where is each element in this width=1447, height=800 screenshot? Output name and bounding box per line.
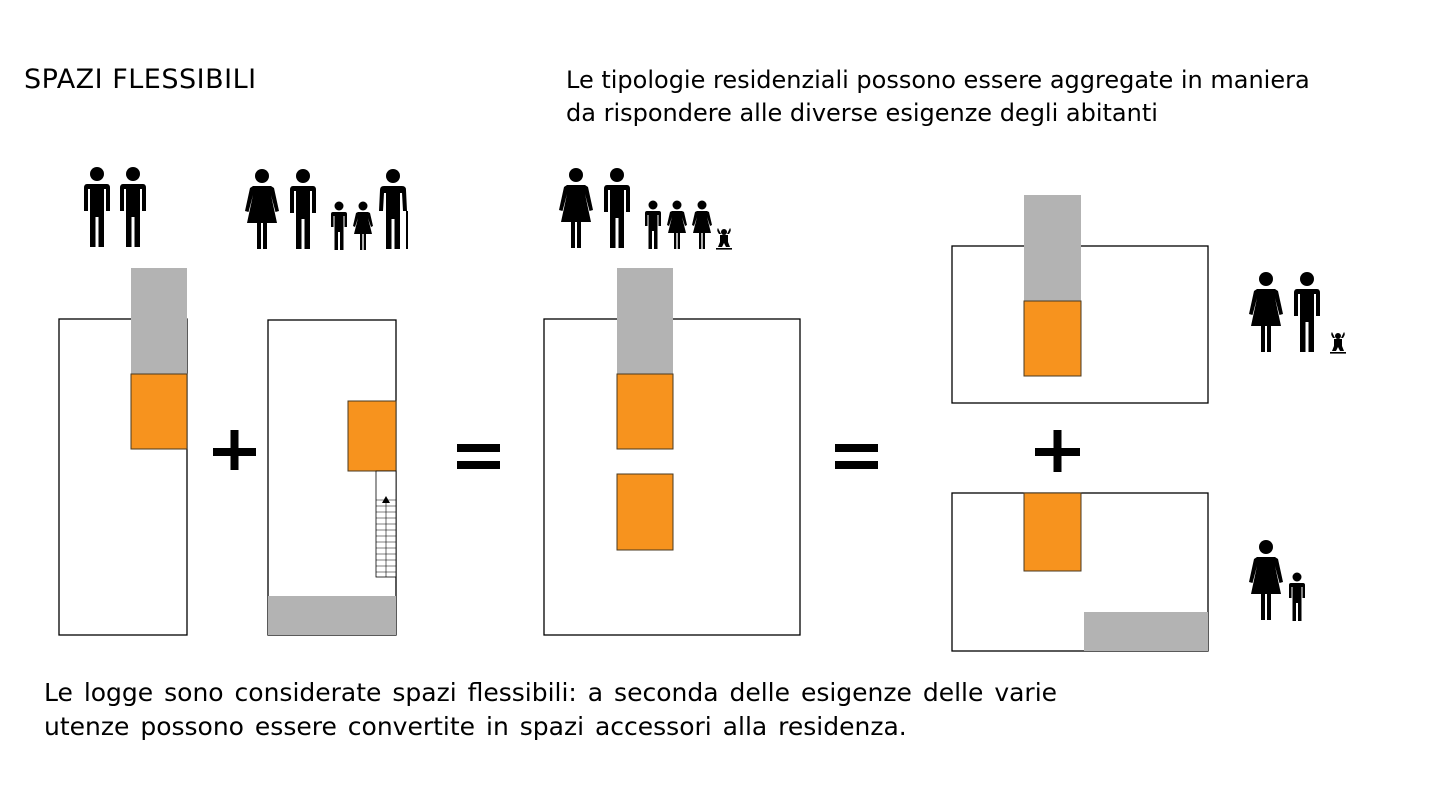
flexible-space-b — [347, 400, 397, 472]
plan-type-b — [267, 319, 397, 636]
description: Le tipologie residenziali possono essere… — [566, 64, 1310, 130]
loggia-split-bottom — [1084, 612, 1208, 651]
loggia-a — [131, 268, 187, 374]
description-line-2: da rispondere alle diverse esigenze degl… — [566, 99, 1158, 127]
plan-split-bottom — [951, 492, 1209, 652]
plus-sign-2 — [1035, 430, 1080, 472]
plan-split-top — [951, 195, 1209, 404]
mother-child-icon — [1249, 540, 1305, 621]
stair — [375, 470, 397, 578]
loggia-split-top — [1024, 195, 1081, 301]
description-line-1: Le tipologie residenziali possono essere… — [566, 66, 1310, 94]
flexible-space-aggregated-1 — [616, 373, 674, 450]
family-with-baby-icon — [559, 168, 732, 250]
footer-note: Le logge sono considerate spazi flessibi… — [44, 676, 1057, 744]
couple-with-baby-icon — [1249, 272, 1346, 354]
couple-icon — [84, 167, 146, 247]
family-with-grandparent-icon — [245, 169, 408, 250]
flexible-space-split-bottom — [1023, 492, 1082, 572]
equals-sign — [457, 444, 500, 469]
footer-line-2: utenze possono essere convertite in spaz… — [44, 712, 907, 741]
plan-aggregated — [543, 268, 801, 636]
flexible-space-aggregated-2 — [616, 473, 674, 551]
loggia-b — [268, 596, 396, 635]
plus-sign — [213, 430, 256, 470]
loggia-aggregated — [617, 268, 673, 374]
equals-sign-2 — [835, 444, 878, 469]
flexible-space-split-top — [1023, 300, 1082, 377]
page-title: SPAZI FLESSIBILI — [24, 64, 257, 95]
plan-type-a — [58, 268, 188, 636]
footer-line-1: Le logge sono considerate spazi flessibi… — [44, 678, 1058, 707]
flexible-space-a — [130, 373, 188, 450]
